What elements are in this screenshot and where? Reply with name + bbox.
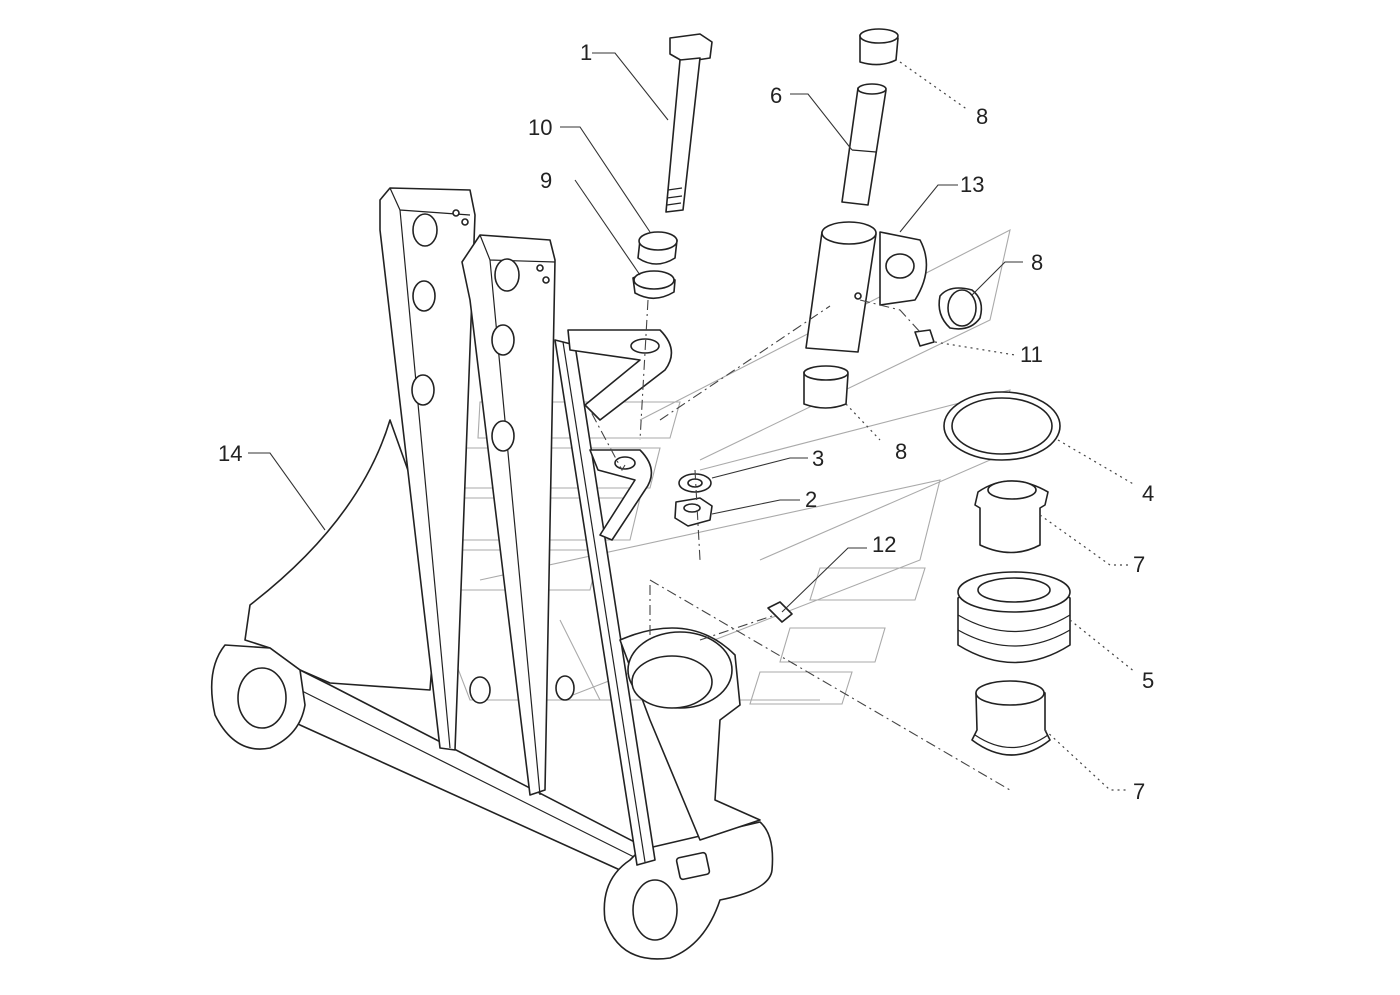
callout-8-top: 8 [976, 104, 988, 129]
callout-6: 6 [770, 83, 782, 108]
callout-1: 1 [580, 40, 592, 65]
part-5-rubber-mount [957, 571, 1071, 664]
part-8-bushing-right [938, 287, 983, 330]
part-6-pin [841, 83, 887, 206]
callout-10: 10 [528, 115, 552, 140]
part-7-bushing-upper [974, 480, 1049, 554]
part-11-grease-nipple [914, 329, 935, 347]
callout-2: 2 [805, 487, 817, 512]
callout-9: 9 [540, 168, 552, 193]
leader-lines [248, 52, 1136, 791]
part-13-sleeve [805, 221, 928, 353]
callout-8-bottom: 8 [895, 439, 907, 464]
assembly-lines [589, 299, 1011, 791]
part-1-bolt [665, 33, 713, 213]
part-8-bushing-top [859, 28, 899, 66]
callout-11: 11 [1020, 342, 1043, 367]
part-7-bushing-lower [971, 680, 1051, 756]
callout-13: 13 [960, 172, 984, 197]
callout-8-right: 8 [1031, 250, 1043, 275]
part-2-nut [674, 497, 713, 527]
part-9-nut [632, 270, 676, 300]
callout-5: 5 [1142, 668, 1154, 693]
frame-part-14 [210, 187, 774, 960]
callout-3: 3 [812, 446, 824, 471]
part-12-grease-nipple [767, 601, 793, 623]
part-3-washer [678, 473, 712, 493]
callout-7-upper: 7 [1133, 552, 1145, 577]
part-10-washer [637, 231, 678, 265]
callout-labels: 1 10 9 6 8 13 8 11 8 3 2 12 4 7 5 7 14 [218, 40, 1154, 804]
callout-4: 4 [1142, 481, 1154, 506]
callout-14: 14 [218, 441, 242, 466]
callout-12: 12 [872, 532, 896, 557]
part-8-bushing-bottom [803, 365, 849, 409]
callout-7-lower: 7 [1133, 779, 1145, 804]
part-4-snap-ring [943, 391, 1061, 461]
